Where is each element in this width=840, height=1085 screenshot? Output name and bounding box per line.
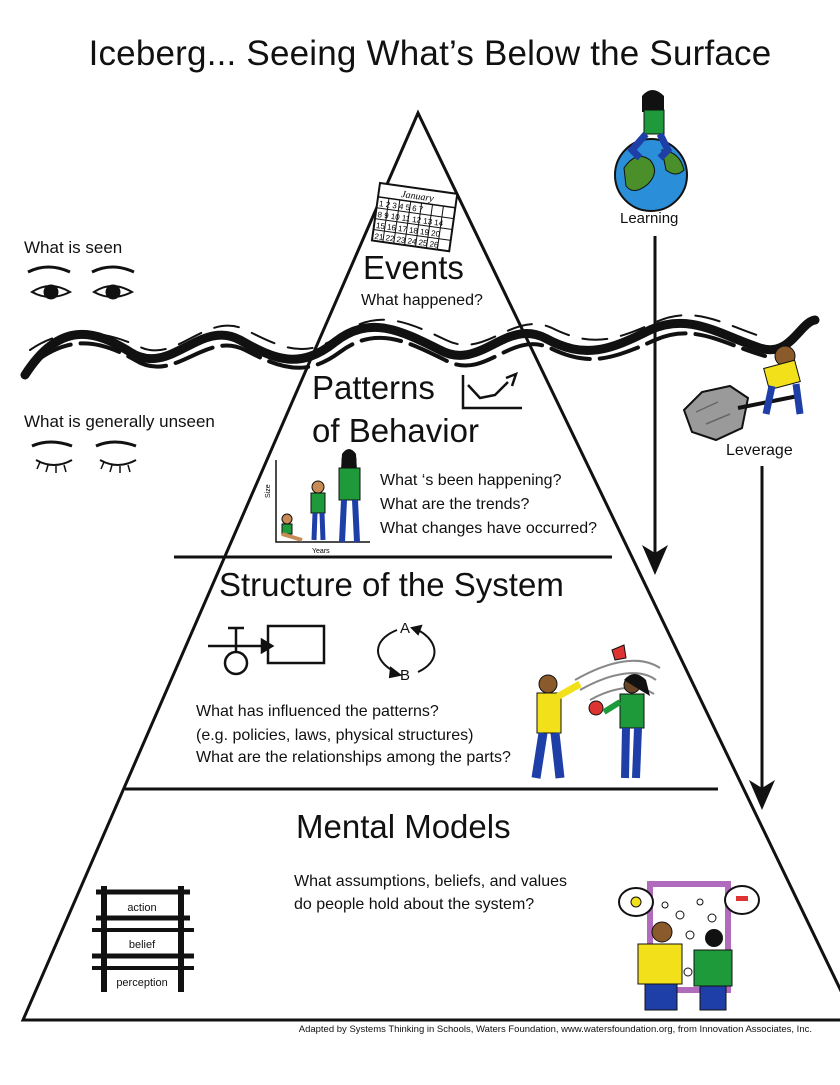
teen-figure [338,449,361,543]
unseen-label: What is generally unseen [24,412,215,431]
calendar-month: January [400,189,435,205]
patterns-title-line1: Patterns [312,369,435,406]
open-eyes-icon [27,265,135,300]
trend-chart-icon [461,371,522,410]
seen-label: What is seen [24,238,123,257]
calendar-icon: January 1 2 3 4 5 6 7 8 9 10 11 12 13 14… [370,181,459,253]
pyramid [20,109,840,1022]
patterns-question: What are the trends? [380,496,530,513]
credit-text: Adapted by Systems Thinking in Schools, … [298,1024,812,1035]
kite-flyers-illustration [531,644,661,779]
structure-question: (e.g. policies, laws, physical structure… [196,727,474,744]
ladder-icon: action belief perception [92,886,194,992]
mental-models-question: do people hold about the system? [294,896,535,913]
axis-x-label: Years [312,548,330,555]
leverage-arrow [749,466,775,810]
ladder-rung-label: perception [116,977,167,989]
baby-figure [281,513,303,542]
patterns-question: What ‘s been happening? [380,472,562,489]
events-title: Events [363,249,464,286]
events-question: What happened? [361,292,483,309]
learning-label: Learning [620,210,679,227]
structure-title: Structure of the System [219,566,564,603]
structure-question: What has influenced the patterns? [196,703,439,720]
page-title: Iceberg... Seeing What’s Below the Surfa… [88,34,772,73]
thinking-people-illustration [618,881,760,1011]
leverage-icon [682,345,804,442]
toddler-figure [310,480,326,541]
stock-flow-icon [208,624,326,676]
globe-learner-icon [614,90,688,212]
causal-loop-icon: A B [377,620,436,684]
water-surface [20,314,820,380]
growth-chart-icon: Size Years [265,449,370,555]
mental-models-title: Mental Models [296,808,511,845]
ladder-rung-label: action [127,902,156,914]
leverage-label: Leverage [726,442,793,459]
patterns-question: What changes have occurred? [380,520,598,537]
learning-arrow [642,236,668,575]
structure-question: What are the relationships among the par… [196,749,511,766]
closed-eyes-icon [31,440,137,473]
mental-models-question: What assumptions, beliefs, and values [294,873,568,890]
axis-y-label: Size [265,484,272,498]
ladder-rung-label: belief [129,939,156,951]
patterns-title-line2: of Behavior [312,412,479,449]
loop-a-label: A [400,620,410,637]
loop-b-label: B [400,667,410,684]
